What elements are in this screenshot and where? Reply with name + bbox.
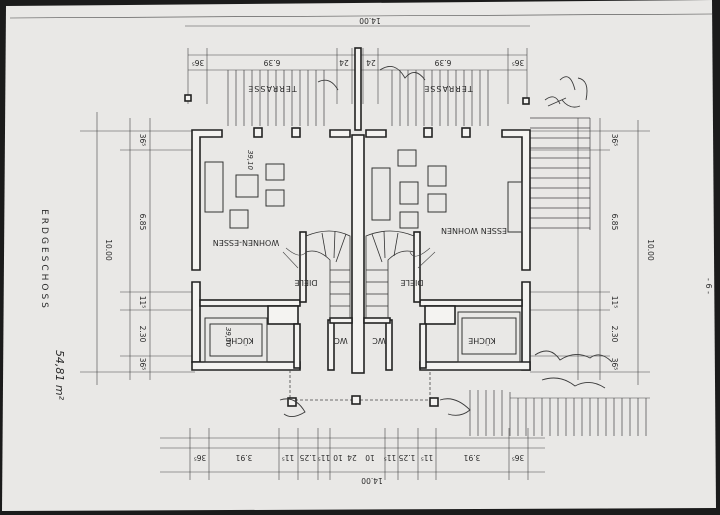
right-side-steps bbox=[530, 117, 591, 230]
furniture-right bbox=[371, 149, 523, 363]
floor-label: ERDGESCHOSS bbox=[39, 209, 49, 311]
dim-bottom-seg-9: 1.25 bbox=[398, 453, 415, 462]
dim-right-seg-0: 36⁵ bbox=[610, 134, 619, 147]
dimension-labels: 14.00 36⁵ 6.39 24 24 6.39 36⁵ 14.00 36⁵ 3… bbox=[104, 16, 655, 485]
dim-left-total: 10.00 bbox=[104, 239, 113, 261]
label-kuche-left: KÜCHE bbox=[226, 336, 254, 346]
dim-top-left-edge: 36⁵ bbox=[192, 58, 205, 67]
dim-left-seg-1: 6.85 bbox=[138, 214, 147, 231]
dim-top-right-span: 6.39 bbox=[434, 58, 451, 67]
dim-bottom-seg-6: 24 bbox=[347, 453, 357, 462]
dim-right-seg-2: 11⁵ bbox=[610, 296, 619, 309]
dim-top-mid-right: 24 bbox=[366, 58, 376, 67]
handwritten-area: 54,81 m² bbox=[53, 350, 66, 401]
dim-right-seg-1: 6.85 bbox=[610, 214, 619, 231]
dim-bottom-seg-10: 11⁵ bbox=[421, 453, 434, 462]
handwritten-scribbles bbox=[279, 65, 613, 417]
dim-left-seg-0: 36⁵ bbox=[138, 134, 147, 147]
door-swings bbox=[282, 247, 436, 269]
sheet-annotations: ERDGESCHOSS 54,81 m² 39,10 39,10 - 6 - bbox=[39, 150, 713, 401]
dim-top-right-edge: 36⁵ bbox=[512, 58, 525, 67]
label-diele-right: DIELE bbox=[400, 278, 423, 287]
label-wohnen-left: WOHNEN-ESSEN bbox=[213, 238, 279, 247]
page-marker: - 6 - bbox=[704, 278, 713, 294]
dim-bottom-seg-0: 36⁵ bbox=[194, 453, 207, 462]
dim-bottom-seg-12: 36⁵ bbox=[512, 453, 525, 462]
label-wc-right: WC bbox=[372, 336, 386, 345]
front-dotted-outline bbox=[287, 370, 439, 407]
dim-bottom-seg-1: 3.91 bbox=[235, 453, 252, 462]
label-kuche-right: KÜCHE bbox=[468, 336, 496, 346]
dim-bottom-seg-7: 10 bbox=[365, 453, 375, 462]
dim-bottom-seg-5: 10 bbox=[333, 453, 343, 462]
dim-left-seg-3: 2.30 bbox=[138, 326, 147, 343]
label-diele-left: DIELE bbox=[294, 278, 317, 287]
stairs-right bbox=[365, 230, 415, 319]
dim-left-seg-4: 36⁵ bbox=[138, 358, 147, 371]
dim-top-left-span: 6.39 bbox=[263, 58, 280, 67]
dim-bottom-total: 14.00 bbox=[361, 476, 383, 485]
room-labels: TERRASSE TERRASSE WOHNEN-ESSEN ESSEN WOH… bbox=[213, 84, 507, 346]
label-wc-left: WC bbox=[334, 336, 348, 345]
stairs-left bbox=[305, 230, 351, 319]
dim-right-seg-4: 36⁵ bbox=[610, 358, 619, 371]
terrace-hatching bbox=[227, 70, 489, 126]
dim-left-seg-2: 11⁵ bbox=[138, 296, 147, 309]
dim-bottom-seg-8: 11⁵ bbox=[384, 453, 397, 462]
bottom-right-paving bbox=[469, 390, 650, 436]
dim-bottom-seg-4: 11⁵ bbox=[318, 453, 331, 462]
label-wohnen-right: ESSEN WOHNEN bbox=[441, 226, 507, 235]
dim-right-seg-3: 2.30 bbox=[610, 326, 619, 343]
dim-top-mid-left: 24 bbox=[339, 58, 349, 67]
dim-bottom-seg-3: 1.25 bbox=[299, 453, 316, 462]
dim-top-total: 14.00 bbox=[359, 16, 381, 25]
handwritten-area-left: 39,10 bbox=[246, 150, 254, 171]
dim-right-total: 10.00 bbox=[646, 239, 655, 261]
dim-bottom-seg-11: 3.91 bbox=[463, 453, 480, 462]
dim-bottom-seg-2: 11⁵ bbox=[282, 453, 295, 462]
furniture-left bbox=[204, 161, 285, 363]
handwritten-area-right: 39,10 bbox=[224, 327, 232, 348]
label-terrasse-left: TERRASSE bbox=[247, 84, 297, 93]
building-walls bbox=[184, 47, 531, 374]
label-terrasse-right: TERRASSE bbox=[423, 84, 473, 93]
